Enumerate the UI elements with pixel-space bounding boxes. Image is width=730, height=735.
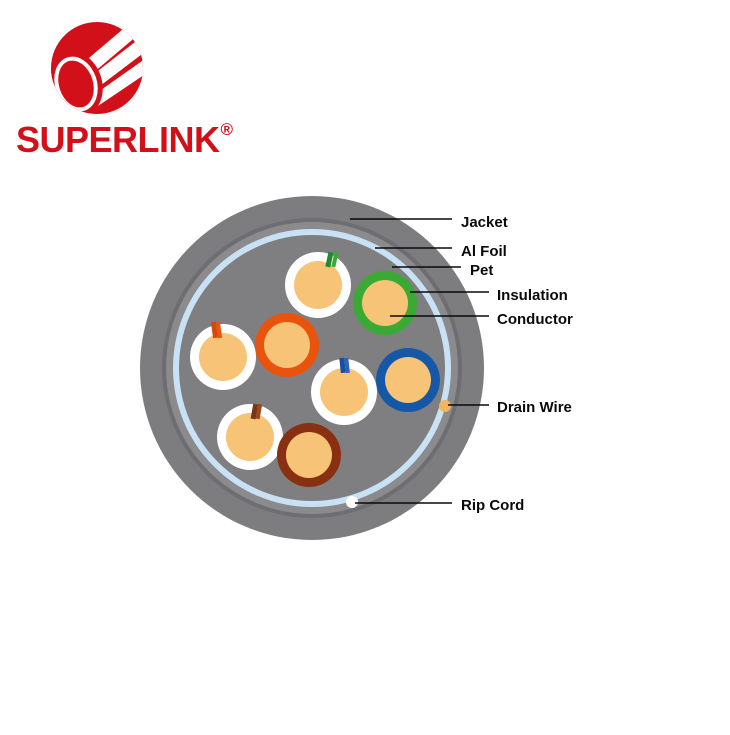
drain-wire-marker [439, 400, 451, 412]
callout-leader-lines [350, 218, 489, 504]
callout-label-jacket: Jacket [461, 214, 508, 231]
white-brown-conductor [217, 403, 283, 470]
brand-logo: SUPERLINK® [16, 22, 236, 172]
callout-label-al-foil: Al Foil [461, 243, 507, 260]
callout-label-conductor: Conductor [497, 311, 573, 328]
pair-orange [190, 313, 319, 390]
cable-tube-logo-icon [36, 22, 158, 122]
rip-cord-marker [346, 496, 358, 508]
brand-name: SUPERLINK [16, 119, 220, 160]
green-conductor [353, 271, 417, 335]
registered-trademark-icon: ® [220, 120, 234, 139]
pair-brown [217, 403, 341, 487]
brown-conductor [277, 423, 341, 487]
white-orange-conductor [190, 321, 256, 390]
callout-label-drain-wire: Drain Wire [497, 399, 572, 416]
callout-label-insulation: Insulation [497, 287, 568, 304]
callout-label-pet: Pet [470, 262, 494, 279]
orange-conductor [255, 313, 319, 377]
white-blue-conductor [311, 357, 377, 425]
callout-label-rip-cord: Rip Cord [461, 497, 525, 514]
brand-wordmark: SUPERLINK® [16, 120, 236, 166]
pair-green [285, 251, 417, 335]
pair-blue [311, 348, 440, 425]
blue-conductor [376, 348, 440, 412]
white-green-conductor [285, 251, 351, 318]
